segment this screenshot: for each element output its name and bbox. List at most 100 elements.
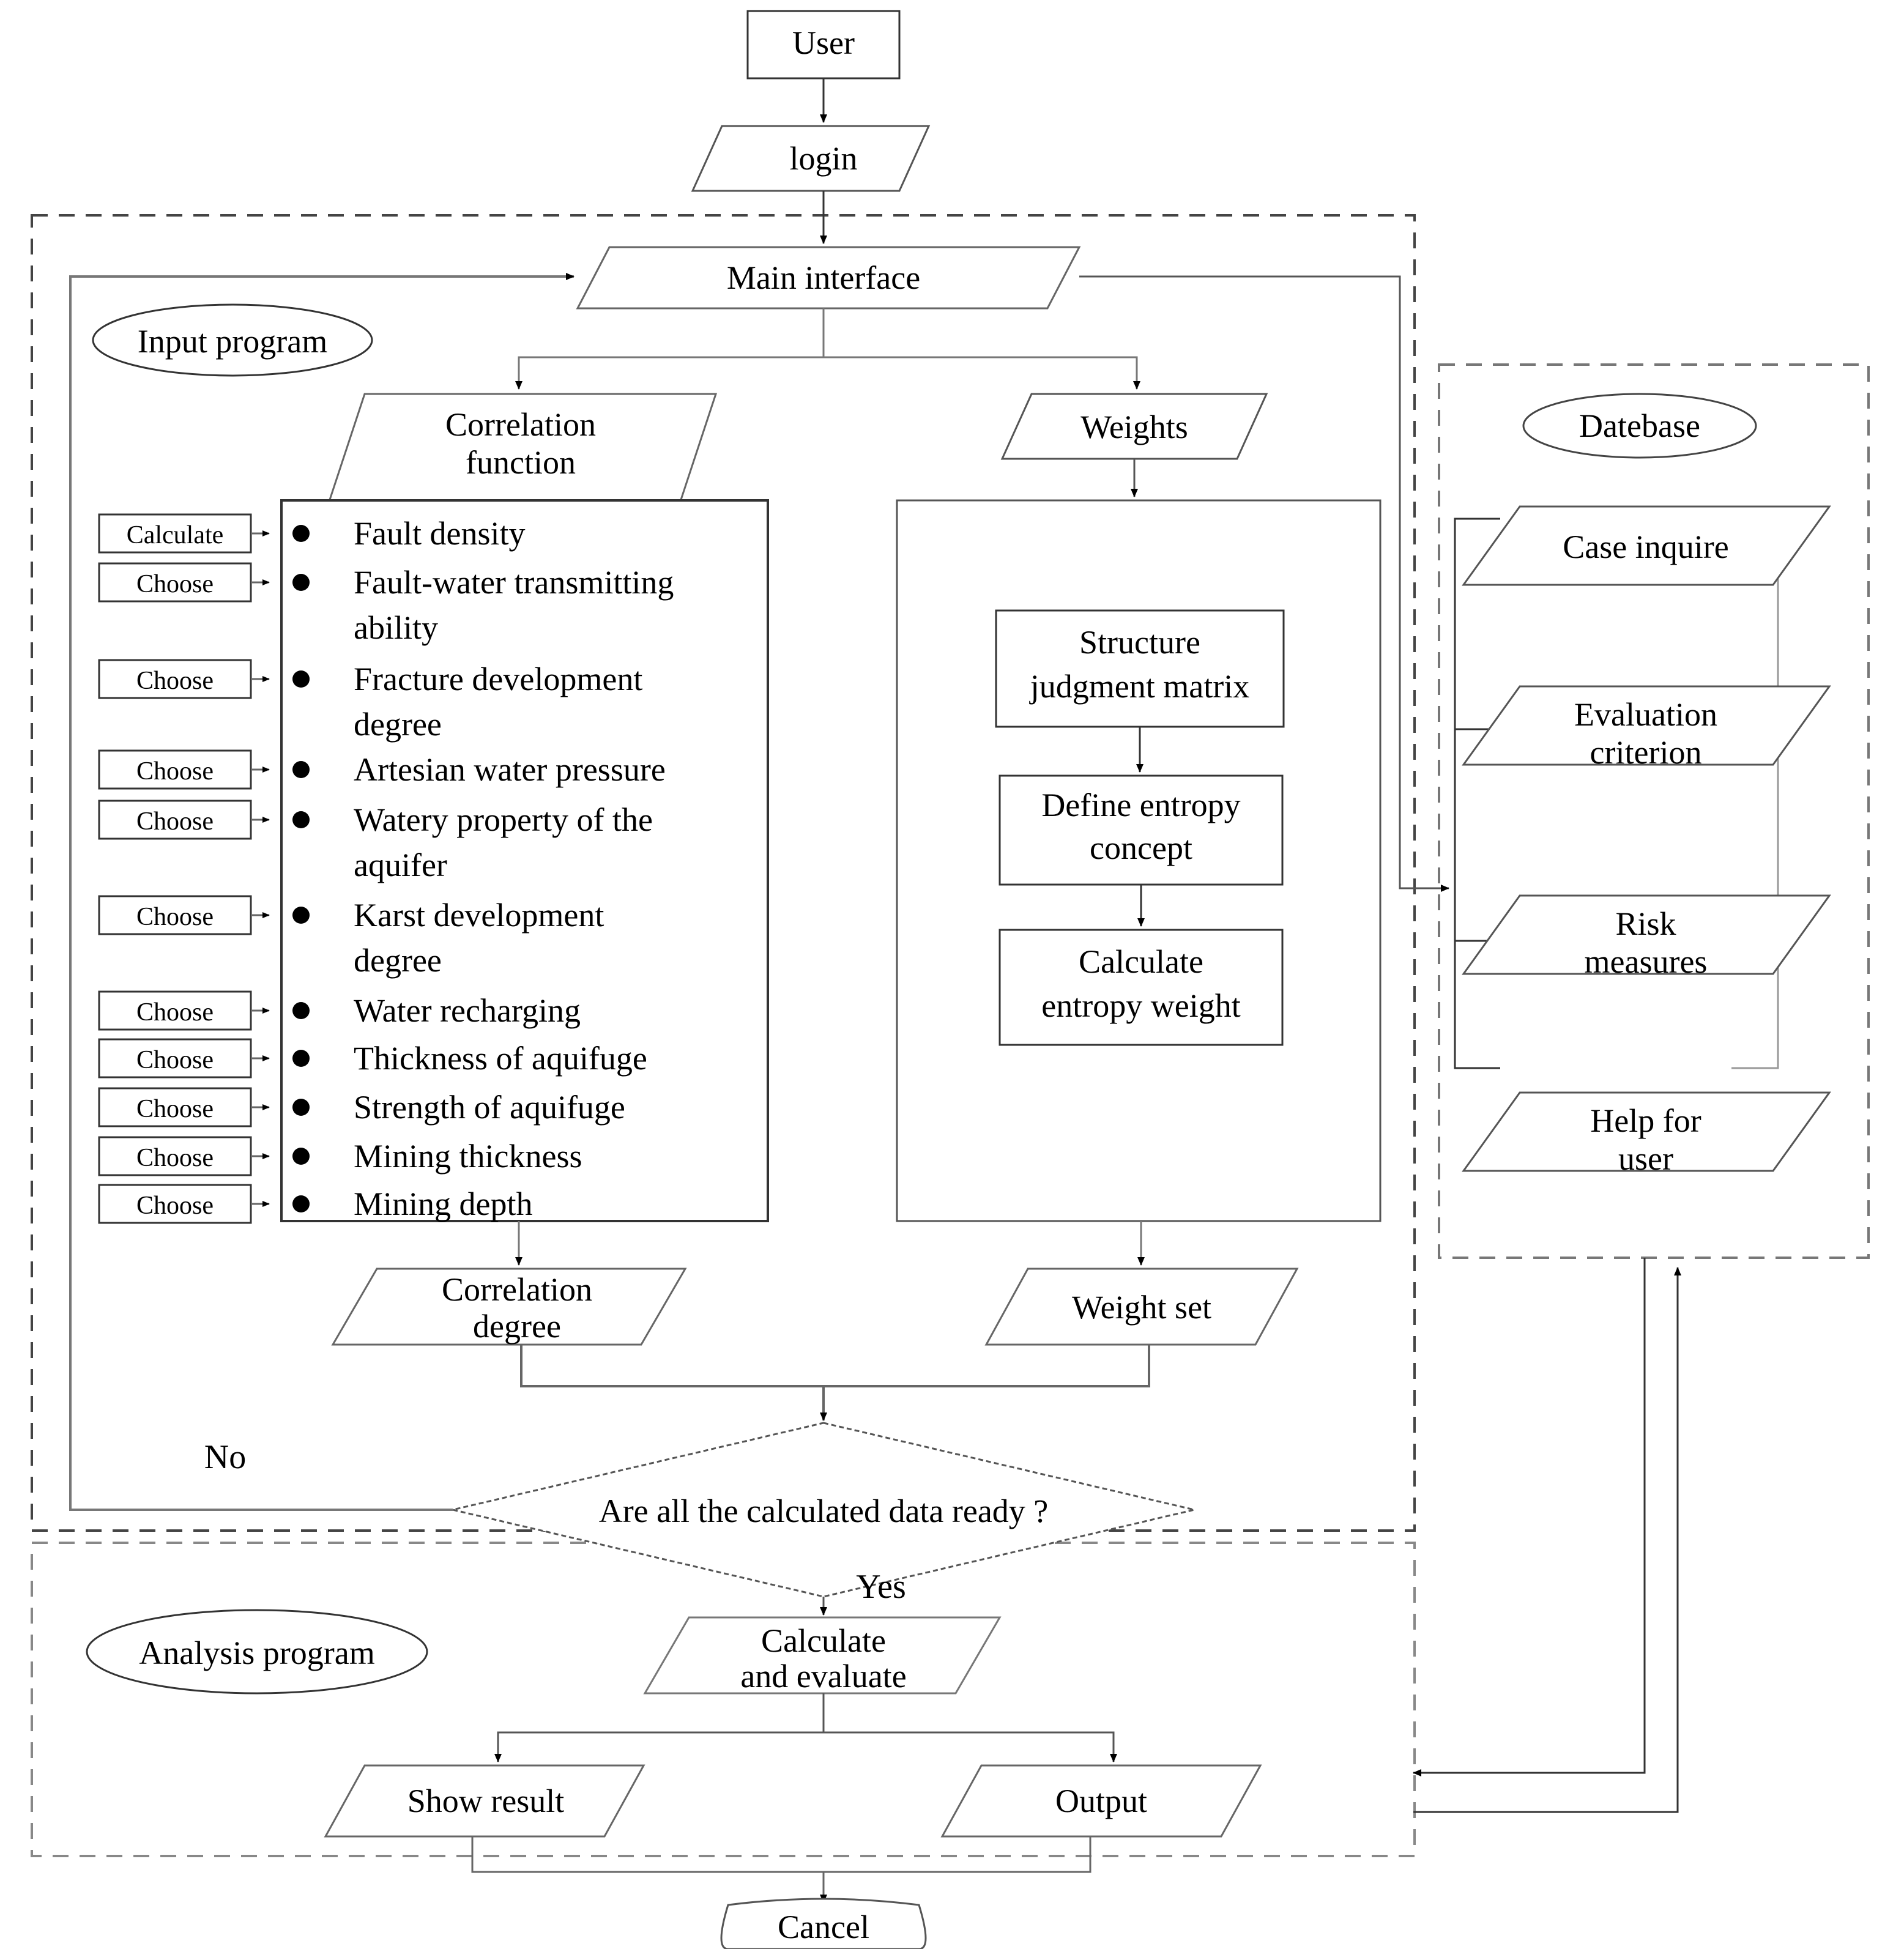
- edge-output-to-database: [1413, 1267, 1681, 1813]
- parameter-button-label: Choose: [136, 807, 214, 836]
- node-db-evaluation-criterion[interactable]: [1462, 685, 1831, 766]
- node-weight-set[interactable]: [984, 1268, 1299, 1346]
- group-label-input-program-ellipse: [92, 303, 373, 377]
- node-user[interactable]: [746, 10, 901, 80]
- edge-main-split: [515, 308, 825, 390]
- group-box-analysis-program: [31, 1542, 1416, 1857]
- node-db-help-for-user-label: Help for: [1590, 1102, 1701, 1139]
- parameter-button[interactable]: [98, 1184, 252, 1224]
- parameter-button[interactable]: [98, 513, 252, 554]
- weight-step-box[interactable]: [998, 774, 1284, 886]
- edge-database-to-analysis: [1413, 1258, 1646, 1776]
- group-box-database: [1438, 363, 1870, 1259]
- group-box-input-program: [31, 214, 1416, 1532]
- parameter-bullet-icon: [292, 525, 310, 542]
- weight-step-label: Structure: [1079, 624, 1200, 661]
- parameter-label: Watery property of the: [354, 801, 653, 838]
- parameter-label: Water recharging: [354, 992, 581, 1029]
- parameter-bullet-icon: [292, 574, 310, 591]
- database-left-bracket: [1454, 518, 1500, 1069]
- parameter-button-label: Choose: [136, 1192, 214, 1220]
- parameter-button-label: Choose: [136, 667, 214, 695]
- weight-step-box[interactable]: [998, 929, 1284, 1046]
- node-weights[interactable]: [1000, 393, 1268, 460]
- parameter-button-label: Choose: [136, 903, 214, 931]
- node-weights-label: Weights: [1080, 409, 1188, 445]
- weight-step-label: Define entropy: [1041, 787, 1240, 823]
- edge-no-loop: [69, 273, 575, 1511]
- parameter-bullet-icon: [292, 907, 310, 924]
- node-main-interface-label: Main interface: [727, 259, 920, 296]
- node-db-risk-measures[interactable]: [1462, 894, 1831, 975]
- node-correlation-degree[interactable]: [331, 1268, 687, 1346]
- node-output[interactable]: [940, 1764, 1262, 1838]
- group-label-database-ellipse: [1522, 393, 1757, 459]
- node-correlation-degree-label: degree: [473, 1308, 561, 1345]
- group-label-analysis-program: Analysis program: [139, 1635, 374, 1671]
- weight-step-label: Calculate: [1079, 943, 1203, 980]
- parameter-bullet-icon: [292, 670, 310, 688]
- parameter-button[interactable]: [98, 800, 252, 840]
- weight-step-box[interactable]: [995, 609, 1285, 728]
- edge-calc-split: [494, 1693, 825, 1762]
- parameter-button-label: Choose: [136, 1144, 214, 1172]
- node-login[interactable]: [691, 125, 931, 192]
- parameter-button-label: Choose: [136, 1095, 214, 1123]
- node-login-label: login: [789, 140, 857, 177]
- node-show-result[interactable]: [324, 1764, 645, 1838]
- parameter-button[interactable]: [98, 1136, 252, 1176]
- parameter-label: Fracture development: [354, 661, 642, 697]
- parameter-button-label: Calculate: [127, 521, 224, 549]
- node-decision-label: Are all the calculated data ready ?: [599, 1493, 1049, 1529]
- parameter-button[interactable]: [98, 990, 252, 1031]
- parameter-label: Thickness of aquifuge: [354, 1040, 647, 1077]
- parameter-button[interactable]: [98, 1087, 252, 1127]
- node-decision[interactable]: [452, 1422, 1195, 1598]
- node-calculate-and-evaluate-label: Calculate: [761, 1622, 886, 1659]
- parameter-label: Mining thickness: [354, 1138, 582, 1175]
- parameter-label: Artesian water pressure: [354, 751, 666, 788]
- parameter-bullet-icon: [292, 1002, 310, 1019]
- node-calculate-and-evaluate[interactable]: [643, 1616, 1002, 1695]
- parameter-bullet-icon: [292, 1195, 310, 1212]
- node-weight-set-label: Weight set: [1072, 1289, 1211, 1326]
- parameter-label: ability: [354, 609, 438, 646]
- node-db-help-for-user-label: user: [1618, 1140, 1673, 1177]
- parameter-label: aquifer: [354, 847, 447, 883]
- weight-step-label: entropy weight: [1041, 987, 1240, 1024]
- node-output-label: Output: [1055, 1783, 1147, 1819]
- parameter-label: Fault density: [354, 515, 526, 552]
- group-label-analysis-program-ellipse: [86, 1609, 428, 1695]
- parameter-bullet-icon: [292, 1099, 310, 1116]
- group-label-database: Datebase: [1579, 407, 1700, 444]
- parameter-bullet-icon: [292, 761, 310, 778]
- parameter-label: degree: [354, 942, 442, 979]
- node-db-help-for-user[interactable]: [1462, 1091, 1831, 1172]
- parameter-bullet-icon: [292, 1148, 310, 1165]
- parameter-button[interactable]: [98, 562, 252, 603]
- node-cancel-label: Cancel: [778, 1909, 869, 1945]
- node-correlation-degree-label: Correlation: [442, 1271, 592, 1308]
- edge-calc-split-right: [824, 1731, 1117, 1762]
- weight-step-list: Structure judgment matrix Define entropy…: [995, 609, 1285, 1046]
- edge-main-to-database: [1079, 275, 1449, 892]
- parameter-label: Mining depth: [354, 1186, 533, 1222]
- node-db-evaluation-criterion-label: criterion: [1590, 734, 1702, 771]
- node-show-result-label: Show result: [407, 1783, 565, 1819]
- weight-step-label: concept: [1090, 830, 1192, 866]
- node-db-risk-measures-label: measures: [1585, 943, 1708, 980]
- parameter-button-label: Choose: [136, 757, 214, 785]
- parameter-bullet-icon: [292, 811, 310, 828]
- parameter-button-label: Choose: [136, 570, 214, 598]
- parameter-list-box: [280, 499, 769, 1222]
- parameter-button-label: Choose: [136, 998, 214, 1026]
- parameter-label: Karst development: [354, 897, 604, 934]
- node-user-label: User: [792, 24, 855, 61]
- node-db-case-inquire[interactable]: [1462, 505, 1831, 586]
- edge-main-split-right: [824, 356, 1140, 390]
- parameter-button[interactable]: [98, 1038, 252, 1078]
- node-main-interface[interactable]: [576, 246, 1081, 310]
- edge-label-yes: Yes: [856, 1568, 906, 1606]
- parameter-button[interactable]: [98, 749, 252, 790]
